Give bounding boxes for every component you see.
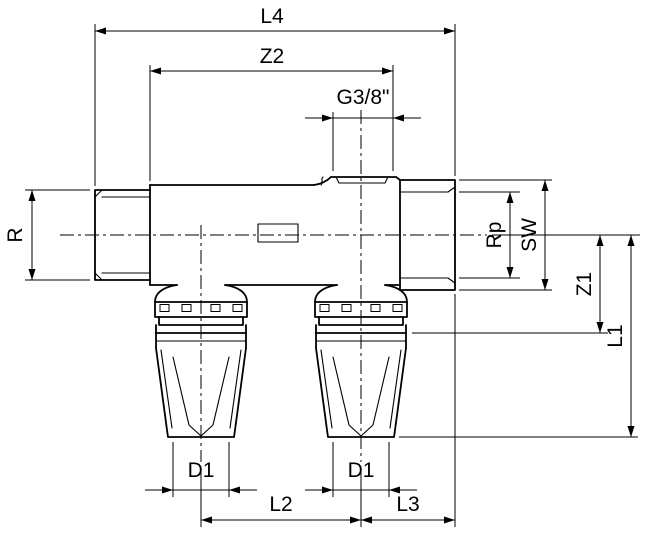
extension-lines bbox=[25, 189, 90, 281]
centerlines bbox=[60, 110, 487, 462]
dim-label-z2: Z2 bbox=[260, 45, 285, 68]
dimensions: L4 Z2 G3/8" R Rp SW bbox=[4, 5, 640, 527]
dim-l2: L2 bbox=[200, 468, 362, 527]
main-body bbox=[149, 184, 401, 286]
dim-z1: Z1 bbox=[412, 234, 640, 334]
thread-root-lines bbox=[101, 196, 151, 274]
dim-label-g-thread: G3/8" bbox=[337, 86, 390, 109]
dim-l3: L3 bbox=[361, 294, 456, 527]
dim-r: R bbox=[4, 189, 90, 281]
dim-label-l3: L3 bbox=[396, 493, 419, 516]
body-label-plate bbox=[257, 223, 299, 243]
extension-lines bbox=[94, 24, 456, 186]
thread-chamfer bbox=[94, 189, 103, 281]
dim-g-thread: G3/8" bbox=[305, 86, 421, 171]
dim-label-z1: Z1 bbox=[573, 272, 596, 297]
branch-rise-curve bbox=[313, 176, 332, 186]
extension-lines bbox=[412, 234, 640, 334]
dim-l1: L1 bbox=[399, 235, 638, 438]
dim-label-r: R bbox=[4, 227, 27, 242]
socket-bore-chamfer bbox=[447, 186, 456, 284]
dim-label-l4: L4 bbox=[260, 5, 284, 28]
top-branch-port bbox=[313, 176, 401, 186]
dim-label-l2: L2 bbox=[269, 493, 292, 516]
branch-top-face bbox=[330, 176, 401, 181]
extension-lines bbox=[149, 65, 394, 181]
branch-section-break bbox=[320, 176, 324, 186]
dim-label-l1: L1 bbox=[604, 324, 627, 347]
fitting bbox=[94, 176, 456, 438]
socket-bore-lines bbox=[399, 191, 449, 279]
extension-lines bbox=[459, 179, 552, 291]
dim-l4: L4 bbox=[94, 5, 456, 186]
branch-opening-chamfer bbox=[335, 176, 389, 184]
dim-z2: Z2 bbox=[149, 45, 394, 181]
